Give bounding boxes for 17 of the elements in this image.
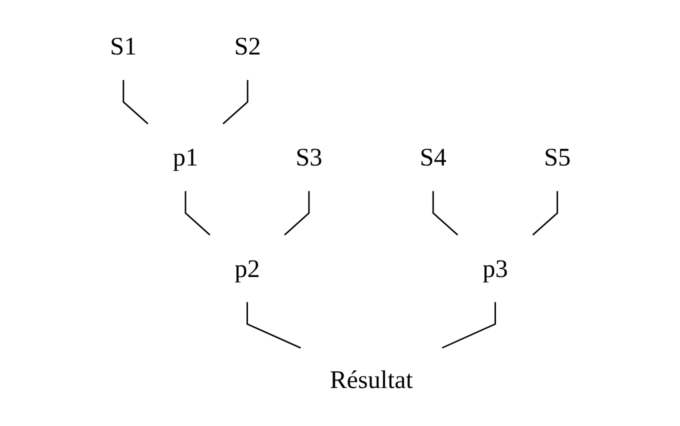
connector bbox=[222, 80, 248, 124]
connector bbox=[432, 191, 458, 236]
node-text: p1 bbox=[172, 143, 198, 172]
node-text: p3 bbox=[482, 254, 508, 283]
connector bbox=[284, 191, 310, 236]
node-text: S5 bbox=[544, 143, 570, 172]
connector bbox=[246, 302, 301, 349]
connector bbox=[532, 191, 558, 236]
connector bbox=[441, 302, 496, 349]
node-text: S3 bbox=[295, 143, 322, 172]
connector bbox=[122, 80, 148, 124]
node-text: S4 bbox=[419, 143, 446, 172]
connector bbox=[184, 191, 210, 236]
node-text: Résultat bbox=[330, 365, 413, 394]
node-text: S2 bbox=[234, 32, 261, 61]
node-text: S1 bbox=[110, 32, 136, 61]
node-text: p2 bbox=[234, 254, 260, 283]
